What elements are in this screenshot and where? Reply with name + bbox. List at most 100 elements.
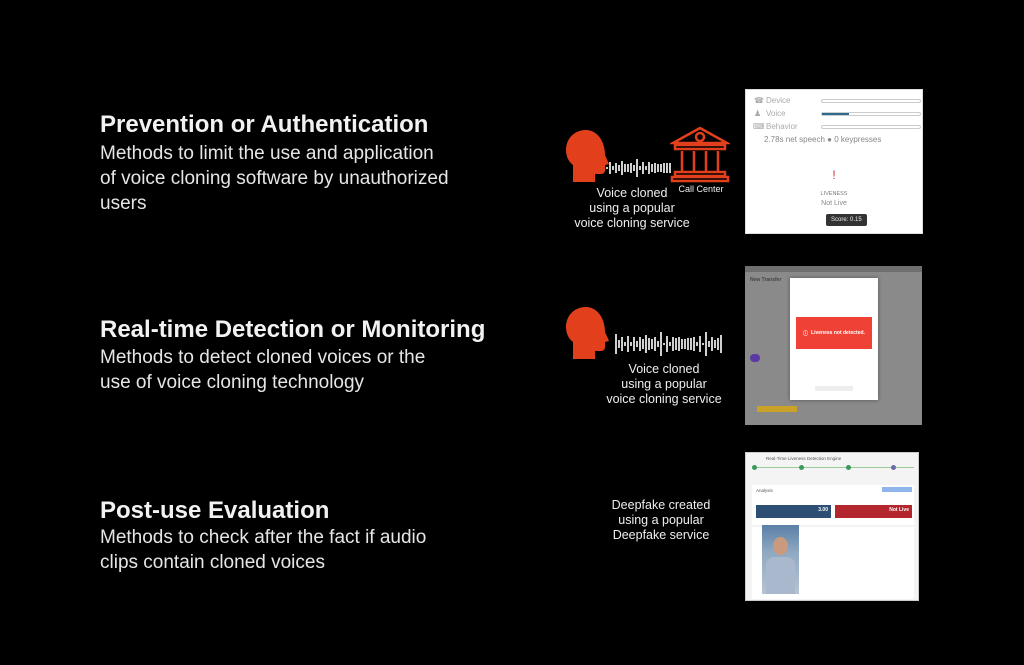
wave-bar bbox=[696, 341, 698, 347]
speech-stats: 2.78s net speech ● 0 keypresses bbox=[764, 135, 882, 144]
wave-bar bbox=[618, 164, 620, 172]
webcam-video bbox=[762, 525, 799, 594]
wave-bar bbox=[648, 162, 650, 174]
wave-bar bbox=[681, 338, 683, 350]
caption-voice-cloned-2: Voice cloned using a popular voice cloni… bbox=[584, 362, 744, 407]
wave-bar bbox=[636, 340, 638, 348]
liveness-value: Not Live bbox=[821, 200, 847, 207]
shirt bbox=[766, 557, 795, 594]
wave-bar bbox=[690, 337, 692, 351]
section-title-post-use: Post-use Evaluation bbox=[100, 497, 330, 524]
wave-bar bbox=[630, 162, 632, 174]
wave-bar bbox=[612, 165, 614, 171]
wave-bar bbox=[651, 339, 653, 349]
speaking-head-icon bbox=[566, 307, 609, 359]
wave-bar bbox=[720, 335, 722, 353]
caption-line: Deepfake created bbox=[611, 498, 711, 512]
desc-line: Methods to limit the use and application bbox=[100, 143, 434, 164]
section-title-prevention: Prevention or Authentication bbox=[100, 111, 429, 138]
step-dot bbox=[799, 465, 804, 470]
wave-bar bbox=[666, 162, 668, 174]
wave-bar bbox=[672, 336, 674, 352]
app-header bbox=[745, 266, 922, 272]
behavior-label: Behavior bbox=[766, 122, 798, 131]
wave-bar bbox=[633, 336, 635, 352]
behavior-bar bbox=[821, 125, 921, 129]
desc-line: of voice cloning software by unauthorize… bbox=[100, 168, 449, 189]
user-icon: ♟ bbox=[754, 109, 762, 118]
modal-button[interactable] bbox=[815, 386, 853, 391]
waveform-icon bbox=[615, 332, 722, 356]
wave-bar bbox=[702, 342, 704, 346]
desc-line: clips contain cloned voices bbox=[100, 552, 325, 573]
wave-bar bbox=[684, 338, 686, 350]
wave-bar bbox=[654, 337, 656, 351]
device-bar bbox=[821, 99, 921, 103]
wave-bar bbox=[618, 340, 620, 348]
caption-line: using a popular bbox=[621, 377, 707, 391]
wave-bar bbox=[693, 336, 695, 352]
wave-bar bbox=[627, 164, 629, 172]
wave-bar bbox=[717, 337, 719, 351]
wave-bar bbox=[645, 166, 647, 170]
caption-line: Voice cloned bbox=[596, 186, 668, 200]
wave-bar bbox=[639, 166, 641, 170]
alert-text: Liveness not detected. bbox=[811, 330, 865, 336]
wave-bar bbox=[630, 342, 632, 346]
analysis-card: Analysis 3.00 Not Live bbox=[752, 485, 914, 525]
wave-bar bbox=[657, 340, 659, 348]
progress-steps bbox=[754, 467, 914, 468]
wave-bar bbox=[648, 338, 650, 350]
step-dot bbox=[846, 465, 851, 470]
transfer-title: New Transfer bbox=[750, 277, 782, 283]
wave-bar bbox=[621, 336, 623, 352]
wave-bar bbox=[669, 341, 671, 347]
zelle-avatar bbox=[750, 354, 760, 362]
submit-button bbox=[757, 406, 797, 412]
call-center-label: Call Center bbox=[678, 184, 724, 194]
wave-bar bbox=[615, 333, 617, 355]
caption-line: Deepfake service bbox=[612, 528, 710, 542]
wave-bar bbox=[615, 162, 617, 174]
score-card: 3.00 bbox=[756, 505, 831, 518]
caption-voice-cloned-1: Voice cloned using a popular voice cloni… bbox=[552, 186, 712, 231]
liveness-card: Not Live bbox=[835, 505, 912, 518]
wave-bar bbox=[651, 164, 653, 172]
wave-bar bbox=[606, 167, 608, 169]
caption-line: voice cloning service bbox=[574, 216, 690, 230]
caption-line: voice cloning service bbox=[606, 392, 722, 406]
caption-line: Voice cloned bbox=[628, 362, 700, 376]
wave-bar bbox=[636, 159, 638, 177]
step-dot bbox=[891, 465, 896, 470]
wave-bar bbox=[663, 163, 665, 173]
desc-line: Methods to detect cloned voices or the bbox=[100, 347, 426, 368]
caption-line: using a popular bbox=[589, 201, 675, 215]
wave-bar bbox=[624, 341, 626, 347]
wave-bar bbox=[645, 334, 647, 354]
step-dot bbox=[752, 465, 757, 470]
action-button[interactable] bbox=[882, 487, 912, 492]
warning-icon: ! bbox=[832, 168, 836, 182]
section-title-detection: Real-time Detection or Monitoring bbox=[100, 316, 486, 343]
voice-label: Voice bbox=[766, 109, 786, 118]
section-desc-detection: Methods to detect cloned voices or the u… bbox=[100, 345, 520, 395]
bar-fill bbox=[822, 113, 850, 115]
speaking-head-icon bbox=[566, 130, 609, 182]
keyboard-icon: ⌨ bbox=[753, 122, 765, 131]
wave-bar bbox=[609, 162, 611, 174]
wave-bar bbox=[666, 336, 668, 352]
voice-bar bbox=[821, 112, 921, 116]
wave-bar bbox=[624, 163, 626, 173]
desc-line: Methods to check after the fact if audio bbox=[100, 527, 427, 548]
wave-bar bbox=[627, 336, 629, 352]
wave-bar bbox=[699, 336, 701, 352]
wave-bar bbox=[711, 336, 713, 352]
engine-title: Real-Time Liveness Detection Engine bbox=[766, 456, 842, 461]
wave-bar bbox=[705, 332, 707, 356]
alert-icon: ⓘ bbox=[803, 330, 809, 337]
phone-icon: ☎ bbox=[754, 96, 764, 105]
bank-building-icon bbox=[670, 126, 730, 183]
